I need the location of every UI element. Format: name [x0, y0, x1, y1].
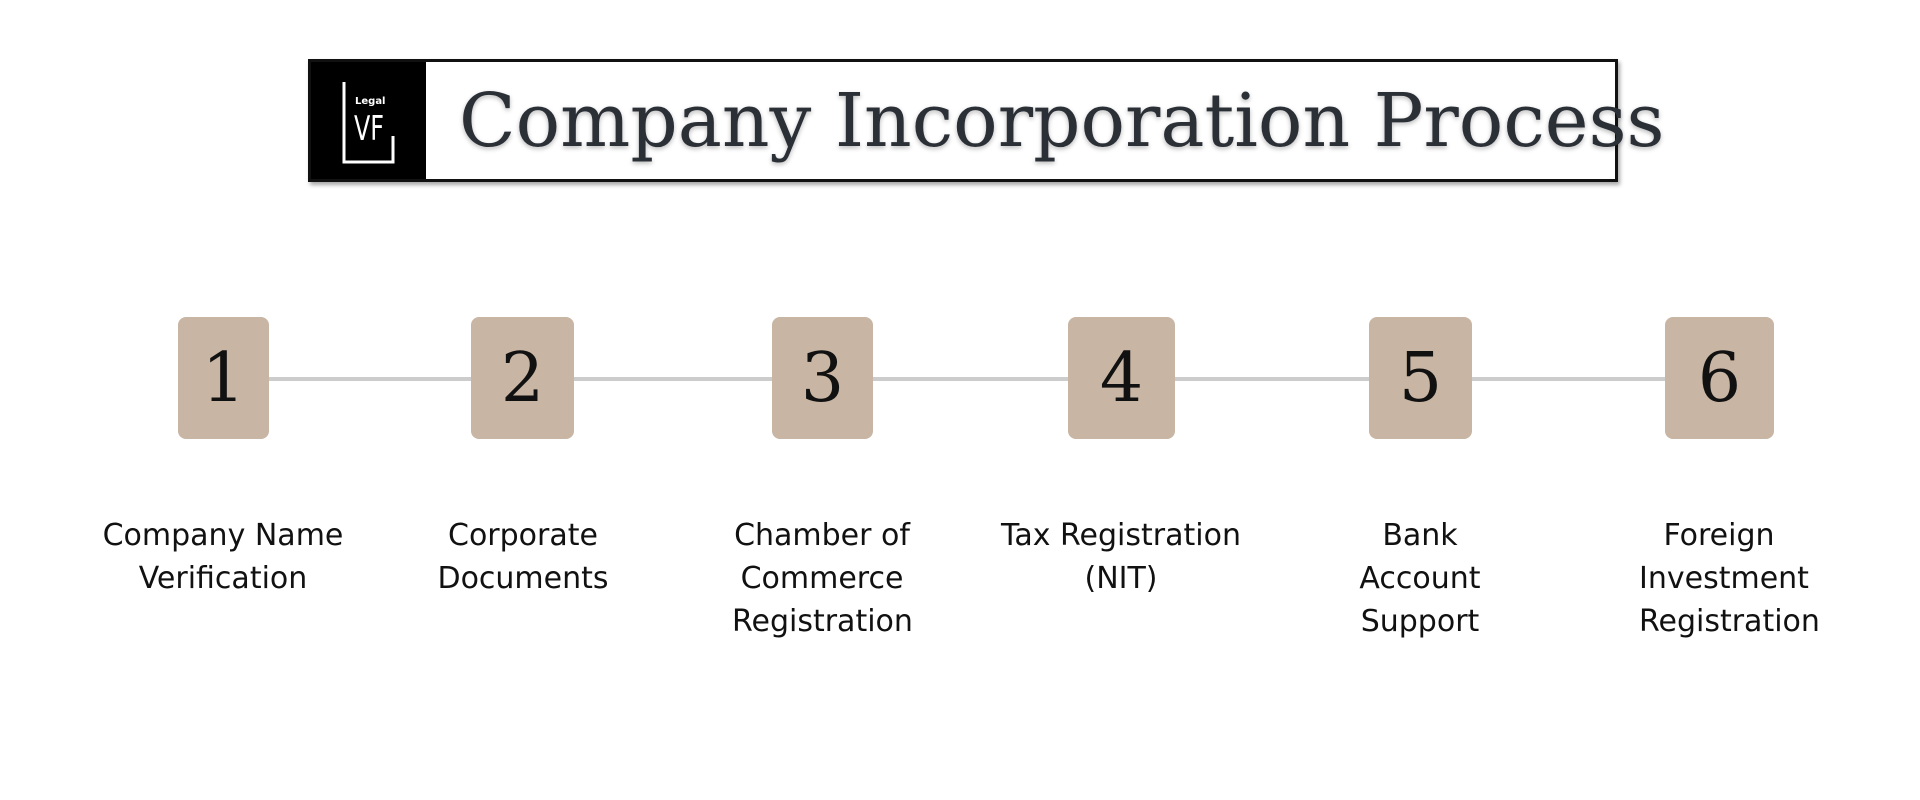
step-6-number: 6 [1665, 317, 1774, 439]
step-1-label: Company Name Verification [102, 518, 344, 596]
step-5-label: Bank Account Support [1359, 518, 1481, 639]
step-1-number: 1 [178, 317, 269, 439]
logo-small-text: Legal [355, 96, 386, 107]
title-banner: Legal VF Company Incorporation Process [308, 59, 1665, 182]
logo-mark-icon: Legal VF [342, 82, 395, 164]
page-title: Company Incorporation Process [459, 77, 1665, 164]
step-4-label: Tax Registration (NIT) [1001, 518, 1241, 596]
step-5-number: 5 [1369, 317, 1472, 439]
step-6-label: Foreign Investment Registration [1639, 518, 1820, 639]
step-4-number: 4 [1068, 317, 1175, 439]
logo-monogram: VF [354, 109, 384, 149]
logo: Legal VF [311, 62, 426, 179]
step-3-label: Chamber of Commerce Registration [732, 518, 913, 639]
step-2-label: Corporate Documents [437, 518, 609, 596]
connector-line [222, 377, 1762, 381]
step-2-number: 2 [471, 317, 574, 439]
step-3-number: 3 [772, 317, 873, 439]
